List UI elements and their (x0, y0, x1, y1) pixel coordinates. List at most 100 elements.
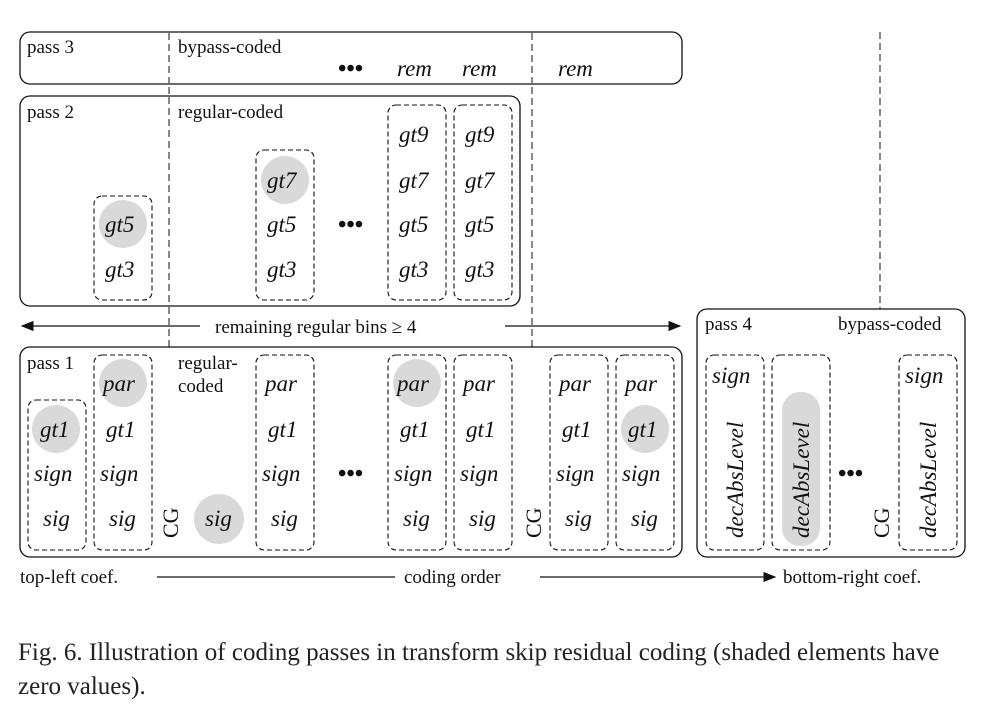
pass2-group-b (255, 149, 315, 301)
cg-label-3: CG (869, 507, 894, 538)
p1-g6-gt1: gt1 (562, 417, 591, 442)
pass4-label: pass 4 (705, 314, 752, 335)
p1-g4-gt1: gt1 (400, 417, 429, 442)
pass2-group-c (387, 104, 447, 301)
bottom-right-coef-label: bottom-right coef. (783, 567, 921, 588)
p4-g2-dec: decAbsLevel (789, 422, 814, 538)
pass2-ellipsis: ••• (338, 212, 363, 238)
pass2-b-gt3: gt3 (267, 257, 296, 282)
pass3-rem-1: rem (397, 56, 432, 81)
pass4-group-1 (705, 354, 765, 551)
pass2-box (19, 95, 521, 307)
p1-g2-sig: sig (109, 506, 136, 531)
p1-g1-sig: sig (43, 506, 70, 531)
pass3-ellipsis: ••• (338, 56, 363, 82)
p1-g1-sign: sign (34, 461, 72, 486)
p1-g2-gt1: gt1 (106, 417, 135, 442)
pass3-rem-2: rem (462, 56, 497, 81)
pass3-label: pass 3 (27, 37, 74, 58)
pass1-ellipsis: ••• (338, 461, 363, 487)
pass1-mode-line2: coded (178, 376, 224, 397)
p1-g1-gt1: gt1 (40, 417, 69, 442)
pass1-group-6 (549, 354, 609, 551)
p1-g5-par: par (461, 371, 496, 396)
pass1-group-2 (93, 354, 153, 551)
pass2-c-gt7: gt7 (399, 168, 430, 193)
pass1-group-1 (27, 399, 87, 551)
p1-g6-par: par (557, 371, 592, 396)
p4-g1-dec: decAbsLevel (723, 422, 748, 538)
pass4-mode: bypass-coded (838, 314, 942, 335)
p1-g2-sign: sign (100, 461, 138, 486)
pass2-d-gt9: gt9 (465, 122, 495, 147)
pass2-c-gt3: gt3 (399, 257, 428, 282)
pass2-c-gt9: gt9 (399, 122, 429, 147)
p1-g7-sig: sig (631, 506, 658, 531)
p1-lone-sig: sig (205, 506, 232, 531)
p1-g7-gt1: gt1 (628, 417, 657, 442)
top-left-coef-label: top-left coef. (20, 567, 118, 588)
regular-bins-label: remaining regular bins ≥ 4 (215, 317, 417, 338)
p4-g3-sign: sign (905, 363, 943, 388)
p1-g3-sign: sign (262, 461, 300, 486)
cg-label-2: CG (521, 507, 546, 538)
pass1-group-7 (615, 354, 675, 551)
coding-order-label: coding order (404, 567, 501, 588)
p1-g3-sig: sig (271, 506, 298, 531)
pass4-group-2 (771, 354, 831, 551)
zero-shade (194, 494, 244, 544)
pass1-mode-line1: regular- (178, 353, 238, 374)
zero-shade (621, 405, 669, 453)
p1-g4-par: par (395, 371, 430, 396)
zero-shade (782, 392, 820, 546)
pass2-b-gt7: gt7 (267, 168, 298, 193)
pass4-ellipsis: ••• (838, 461, 863, 487)
pass1-group-4 (387, 354, 447, 551)
p1-g2-par: par (101, 371, 136, 396)
cg-label-1: CG (158, 507, 183, 538)
pass1-box (19, 346, 683, 558)
p1-g4-sign: sign (394, 461, 432, 486)
pass3-rem-3: rem (558, 56, 593, 81)
coding-passes-diagram: pass 3 bypass-coded ••• rem rem rem pass… (19, 31, 966, 588)
pass2-d-gt7: gt7 (465, 168, 496, 193)
pass3-mode: bypass-coded (178, 37, 282, 58)
pass1-group-5 (453, 354, 513, 551)
p1-g6-sign: sign (556, 461, 594, 486)
p4-g3-dec: decAbsLevel (916, 422, 941, 538)
p1-g5-sig: sig (469, 506, 496, 531)
p1-g6-sig: sig (565, 506, 592, 531)
pass4-group-3 (898, 354, 958, 551)
cg-bg (522, 498, 542, 538)
pass2-c-gt5: gt5 (399, 212, 428, 237)
zero-shade (99, 359, 147, 407)
p1-g7-par: par (623, 371, 658, 396)
zero-shade (32, 405, 80, 453)
pass2-label: pass 2 (27, 102, 74, 123)
pass1-group-3 (255, 354, 315, 551)
pass2-a-gt3: gt3 (105, 257, 134, 282)
p1-g5-sign: sign (460, 461, 498, 486)
cg-bg (870, 498, 890, 538)
figure-caption: Fig. 6. Illustration of coding passes in… (18, 639, 940, 700)
p1-g4-sig: sig (403, 506, 430, 531)
pass2-d-gt3: gt3 (465, 257, 494, 282)
zero-shade (261, 156, 309, 204)
pass2-b-gt5: gt5 (267, 212, 296, 237)
p1-g7-sign: sign (622, 461, 660, 486)
pass2-group-a (93, 195, 153, 301)
pass2-a-gt5: gt5 (105, 212, 134, 237)
cg-bg (159, 498, 179, 538)
p1-g5-gt1: gt1 (466, 417, 495, 442)
pass2-group-d (453, 104, 513, 301)
zero-shade (393, 359, 441, 407)
p4-g1-sign: sign (712, 363, 750, 388)
pass1-label: pass 1 (27, 353, 74, 374)
p1-g3-gt1: gt1 (268, 417, 297, 442)
pass2-mode: regular-coded (178, 102, 284, 123)
zero-shade (99, 200, 147, 248)
p1-g3-par: par (263, 371, 298, 396)
pass2-d-gt5: gt5 (465, 212, 494, 237)
pass3-box (19, 31, 683, 85)
arrow-label-bg (200, 312, 500, 338)
